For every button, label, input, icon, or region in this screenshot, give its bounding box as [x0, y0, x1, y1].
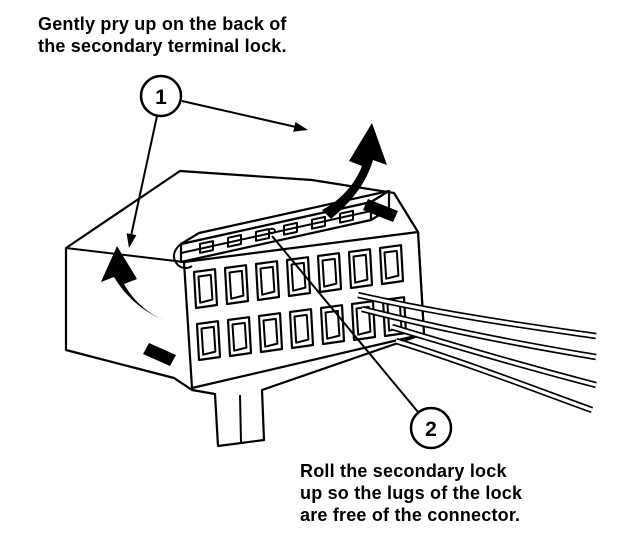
top-instruction: Gently pry up on the back of the seconda… [38, 13, 287, 57]
wire [395, 339, 593, 412]
terminal-cavity [347, 248, 374, 290]
wires [357, 291, 597, 414]
lock-hinge [172, 243, 193, 270]
bottom-instruction: Roll the secondary lock up so the lugs o… [300, 460, 522, 526]
mounting-foot-line [239, 394, 242, 444]
callout-2-circle [409, 406, 453, 450]
housing-top-front-edge [65, 247, 185, 263]
rotate-arrow-left-shape [101, 246, 164, 320]
bottom-instruction-line1: Roll the secondary lock [300, 461, 507, 481]
wire [391, 325, 597, 387]
bottom-instruction-line2: up so the lugs of the lock [300, 483, 523, 503]
bottom-instruction-line3: are free of the connector. [300, 505, 521, 525]
lock-lug [255, 228, 270, 242]
lock-lug [227, 234, 242, 248]
terminal-cavity [226, 316, 253, 358]
terminal-cavity [192, 268, 219, 310]
terminal-cavity [195, 320, 222, 362]
terminal-cavity [378, 244, 405, 286]
rotate-arrow-right [322, 123, 387, 219]
callout-1-circle [139, 74, 183, 118]
rotate-arrow-right-shape [322, 123, 387, 219]
lock-lug [283, 221, 298, 236]
callout-2: 2 [409, 406, 453, 450]
terminal-cavity [254, 260, 281, 302]
leader-arrowhead [126, 233, 137, 248]
wire [357, 293, 597, 338]
wire [361, 307, 597, 359]
top-instruction-line2: the secondary terminal lock. [38, 36, 287, 56]
leader-line [181, 100, 297, 128]
lock-lug [311, 215, 326, 230]
callout-1-leader-right [181, 100, 308, 132]
callout-1-leader-left [126, 115, 158, 248]
terminal-cavity [316, 252, 343, 294]
terminal-cavity [223, 264, 250, 306]
lock-lug [339, 209, 354, 224]
arrow-dash-right [363, 199, 398, 222]
callout-1: 1 [139, 74, 183, 118]
leader-arrowhead [293, 122, 308, 132]
lock-hole [268, 227, 276, 235]
terminal-cavity [257, 312, 284, 354]
lock-lug [199, 240, 214, 254]
terminal-cavity [319, 304, 346, 346]
rotate-arrow-left [101, 246, 164, 320]
callout-1-number: 1 [155, 86, 167, 109]
callout-2-leader [271, 235, 419, 413]
arrow-dash-left [143, 343, 176, 366]
terminal-cavity [288, 308, 315, 350]
top-instruction-line1: Gently pry up on the back of [38, 14, 287, 34]
leader-line [130, 115, 158, 237]
callout-2-number: 2 [425, 418, 437, 441]
